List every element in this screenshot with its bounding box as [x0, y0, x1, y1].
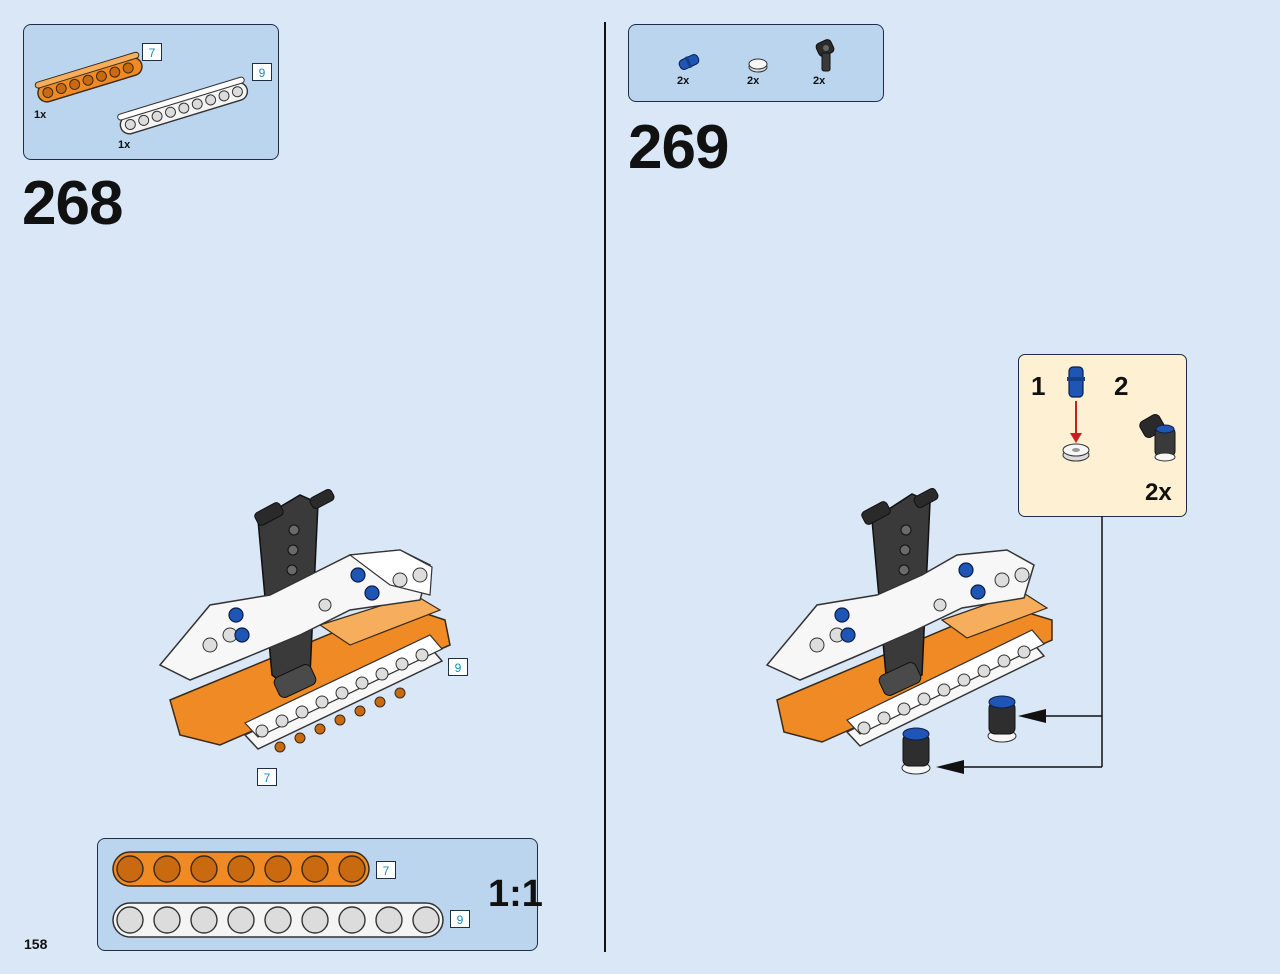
assembly-tag-orange-beam: 7	[257, 768, 277, 786]
ruler-orange-length-tag: 7	[376, 861, 396, 879]
assembly-illustration-269	[765, 487, 1053, 775]
sub-step-2-illustration	[1139, 414, 1176, 462]
assembly-tag-white-beam: 9	[448, 658, 468, 676]
orange-beam-actual-size-icon	[112, 851, 370, 887]
orange-beam-qty: 1x	[34, 109, 47, 121]
black-pin-connector-icon	[815, 39, 835, 72]
scale-ruler-box: 7 9 1:1	[97, 838, 543, 951]
sub-step-1-label: 1	[1031, 371, 1046, 401]
black-pin-connector-qty: 2x	[813, 75, 826, 87]
step-number-268: 268	[22, 169, 123, 238]
sub-step-2-label: 2	[1114, 371, 1129, 401]
assembly-illustration-268	[158, 488, 451, 753]
white-bush-qty: 2x	[747, 75, 760, 87]
blue-pin-icon	[678, 54, 700, 70]
sub-step-1-illustration	[1062, 366, 1090, 462]
white-beam-9-icon	[117, 76, 249, 135]
sub-assembly-callout: 1 2 2x	[1018, 354, 1187, 517]
parts-list-269: 2x 2x 2x	[628, 24, 884, 102]
white-bush-icon	[748, 58, 768, 73]
page-number: 158	[24, 936, 48, 952]
parts-list-268: 7 1x 9 1x	[23, 24, 279, 160]
callout-qty: 2x	[1145, 479, 1172, 506]
step-number-269: 269	[628, 113, 729, 182]
scale-ratio: 1:1	[488, 873, 543, 915]
white-beam-length-tag: 9	[252, 63, 272, 81]
page-divider	[604, 22, 606, 952]
orange-beam-7-icon	[34, 51, 143, 103]
ruler-white-length-tag: 9	[450, 910, 470, 928]
blue-pin-qty: 2x	[677, 75, 690, 87]
white-beam-actual-size-icon	[112, 902, 444, 938]
orange-beam-length-tag: 7	[142, 43, 162, 61]
white-beam-qty: 1x	[118, 139, 131, 151]
